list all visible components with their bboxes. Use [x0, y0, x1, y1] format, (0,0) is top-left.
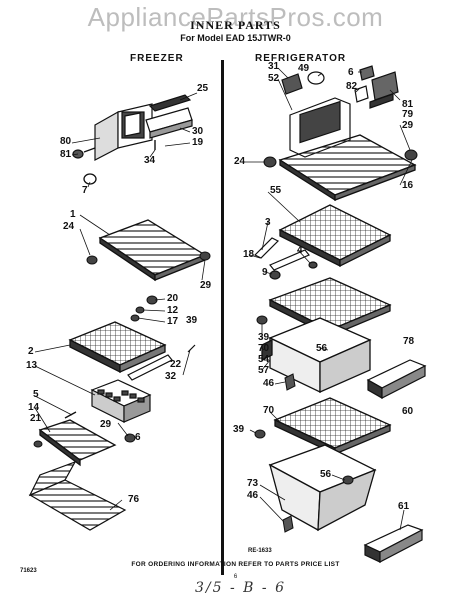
callout-81: 81 [60, 149, 72, 160]
handwritten-note: 3/5 - B - 6 [195, 580, 286, 596]
refrigerator-heading: REFRIGERATOR [255, 53, 347, 64]
callout-19: 19 [192, 137, 204, 148]
callout-56: 56 [316, 343, 328, 354]
callout-39-lower: 39 [233, 424, 245, 435]
callout-39: 39 [186, 315, 198, 326]
callout-78: 78 [403, 336, 415, 347]
callout-17: 17 [167, 316, 179, 327]
crisper-cover-60 [366, 359, 427, 400]
section-divider [221, 60, 224, 575]
drawer-hanger-46b [282, 515, 294, 533]
callout-39-ref: 39 [258, 332, 270, 343]
refrigerator-control-81 [369, 71, 399, 109]
callout-80: 80 [60, 136, 72, 147]
callout-29-lower: 29 [100, 419, 112, 430]
callout-12: 12 [167, 305, 179, 316]
callout-18: 18 [243, 249, 255, 260]
callout-55: 55 [270, 185, 282, 196]
left-code: 71623 [20, 568, 37, 574]
callout-34: 34 [144, 155, 156, 166]
crisper-drawer-lower [268, 444, 377, 532]
ice-cube-tray [90, 379, 152, 423]
callout-79: 79 [402, 109, 414, 120]
refrigerator-bars-3-18 [253, 237, 318, 280]
callout-76: 76 [128, 494, 140, 505]
callout-46-lower: 46 [247, 490, 259, 501]
callout-25: 25 [197, 83, 209, 94]
callout-16: 16 [402, 180, 414, 191]
page-number: 6 [233, 574, 238, 580]
callout-29-ref: 29 [402, 120, 414, 131]
freezer-heading: FREEZER [130, 53, 184, 64]
callout-6-ref: 6 [348, 67, 354, 78]
ice-tray-shelf [68, 321, 167, 374]
callout-20: 20 [167, 293, 179, 304]
shelf-support-29 [199, 251, 211, 261]
callout-61: 61 [398, 501, 410, 512]
callout-56-lower: 56 [320, 469, 332, 480]
callout-73: 73 [247, 478, 259, 489]
callout-24: 24 [63, 221, 75, 232]
refrigerator-top-shelf [278, 134, 417, 202]
callout-29: 29 [200, 280, 212, 291]
page-title: INNER PARTS [190, 18, 281, 32]
ordering-footer: FOR ORDERING INFORMATION REFER TO PARTS … [131, 561, 340, 568]
freezer-bar-32 [127, 344, 196, 381]
freezer-lower-rack [38, 419, 117, 467]
callout-46: 46 [263, 378, 275, 389]
callout-2: 2 [28, 346, 34, 357]
model-subtitle: For Model EAD 15JTWR-0 [180, 33, 291, 43]
callout-5: 5 [33, 389, 39, 400]
freezer-control-housing [94, 103, 153, 161]
freezer-wire-shelf [98, 219, 207, 282]
refrigerator-glass-shelf-55 [278, 204, 392, 268]
callout-60: 60 [402, 406, 414, 417]
callout-1: 1 [70, 209, 76, 220]
callout-3: 3 [265, 217, 271, 228]
diagram-code: RE-1633 [248, 548, 272, 554]
crisper-drawer-upper [261, 317, 372, 394]
refrigerator-small-parts-6-82 [354, 65, 375, 103]
crisper-cover-61 [363, 524, 424, 563]
freezer-control-knob [72, 147, 96, 159]
callout-31: 31 [268, 61, 280, 72]
callout-57: 57 [258, 365, 270, 376]
callout-7: 7 [82, 185, 88, 196]
freezer-basket [28, 460, 127, 531]
watermark: AppliancePartsPros.com [87, 2, 384, 32]
shelf-support-24 [86, 255, 98, 265]
callout-81-ref: 81 [402, 99, 414, 110]
callout-9: 9 [262, 267, 268, 278]
leader-lines [34, 67, 413, 531]
callout-14: 14 [28, 402, 40, 413]
callout-24-ref: 24 [234, 156, 246, 167]
drawer-hanger-46 [284, 373, 296, 391]
callout-4: 4 [297, 245, 303, 256]
callout-82: 82 [346, 81, 358, 92]
callout-54: 54 [258, 354, 270, 365]
callout-52: 52 [268, 73, 280, 84]
refrigerator-lower-shelf [273, 397, 392, 456]
refrigerator-mid-shelf [268, 277, 392, 338]
callout-30: 30 [192, 126, 204, 137]
callout-32: 32 [165, 371, 177, 382]
callout-70: 70 [258, 343, 270, 354]
callout-70-lower: 70 [263, 405, 275, 416]
callout-21: 21 [30, 413, 42, 424]
callout-22: 22 [170, 359, 182, 370]
callout-6: 6 [135, 432, 141, 443]
callout-13: 13 [26, 360, 38, 371]
freezer-cover-25 [145, 94, 193, 139]
callout-49: 49 [298, 63, 310, 74]
bumper-7 [83, 173, 97, 185]
freezer-small-fasteners [130, 295, 158, 322]
